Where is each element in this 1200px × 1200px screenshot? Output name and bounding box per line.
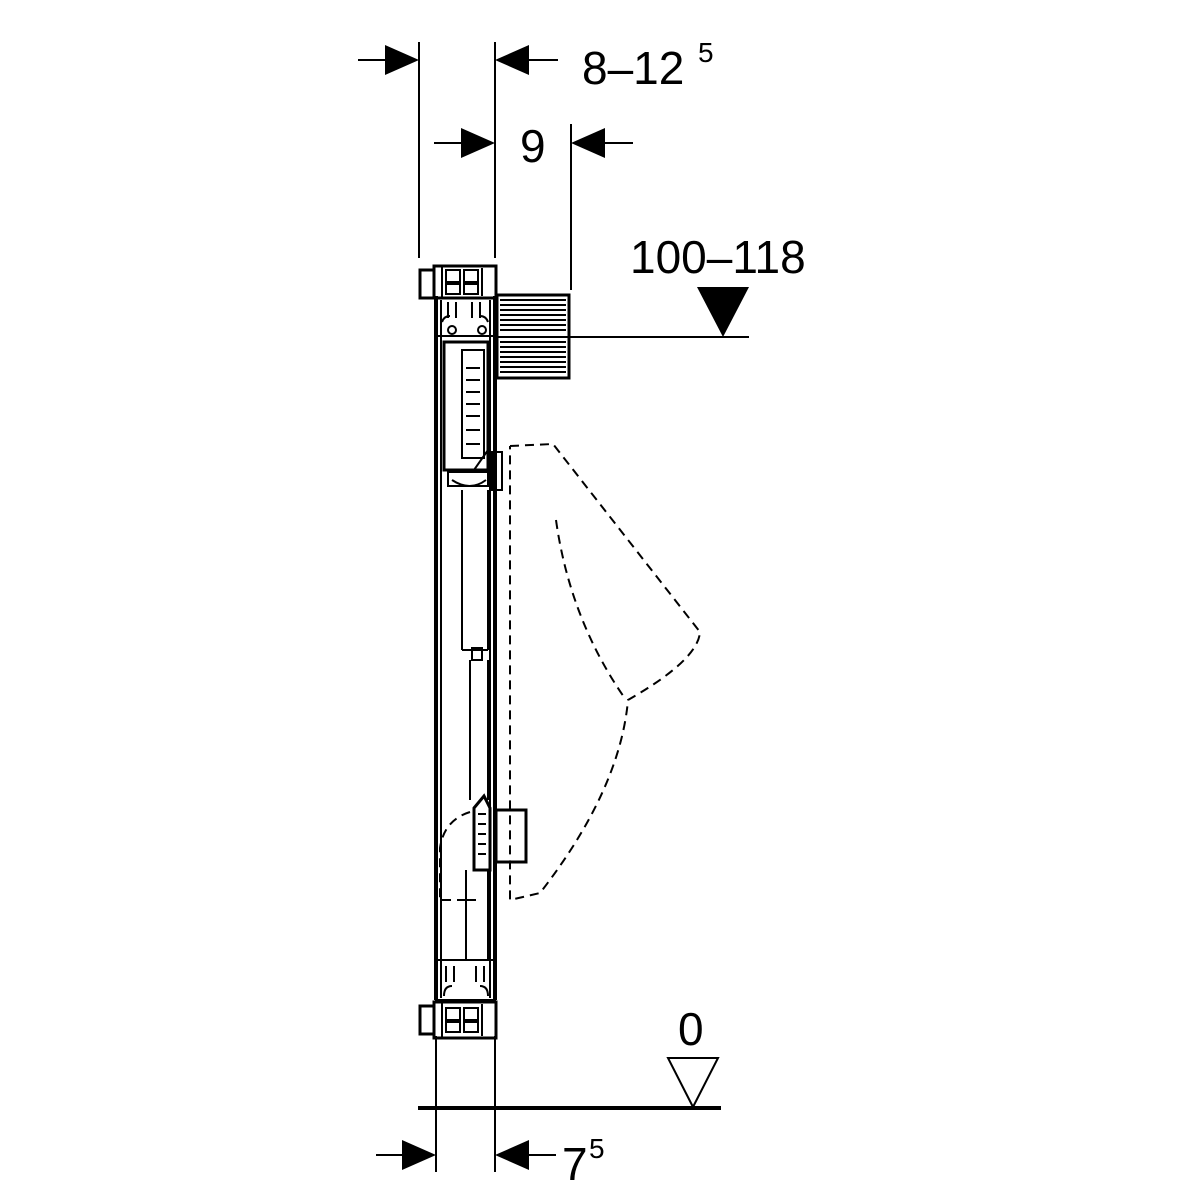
arrow-left-icon — [495, 45, 529, 75]
supply-pipe-connection — [495, 293, 571, 380]
dimension-label-top-range: 8–12 — [582, 42, 684, 94]
dimension-label-bottom-depth: 7 — [562, 1138, 588, 1190]
dimension-depth: 9 — [434, 120, 633, 290]
level-marker-filled-icon — [697, 287, 749, 337]
arrow-left-icon — [495, 1140, 529, 1170]
urinal-outline — [439, 442, 702, 902]
level-marker-outline-icon — [666, 1057, 720, 1110]
dimension-height-level: 100–118 — [497, 231, 806, 338]
dimension-superscript-top-range: 5 — [698, 37, 714, 68]
bottom-mounting-bracket — [418, 959, 498, 1040]
top-mounting-bracket — [418, 264, 498, 337]
arrow-right-icon — [402, 1140, 436, 1170]
dimension-floor-level: 0 — [418, 1003, 721, 1110]
inner-rail — [461, 490, 489, 800]
dimension-bottom-depth: 7 5 — [376, 1036, 605, 1190]
arrow-right-icon — [385, 45, 419, 75]
dimension-label-depth: 9 — [520, 120, 546, 172]
flush-valve-housing — [442, 340, 503, 491]
arrow-left-icon — [571, 128, 605, 158]
dimension-top-range: 8–12 5 — [358, 37, 714, 258]
dimension-superscript-bottom-depth: 5 — [589, 1133, 605, 1164]
drain-fitting — [442, 793, 528, 961]
dimension-label-floor: 0 — [678, 1003, 704, 1055]
installation-frame — [418, 264, 571, 1040]
arrow-right-icon — [461, 128, 495, 158]
dimension-label-height-range: 100–118 — [630, 231, 806, 283]
